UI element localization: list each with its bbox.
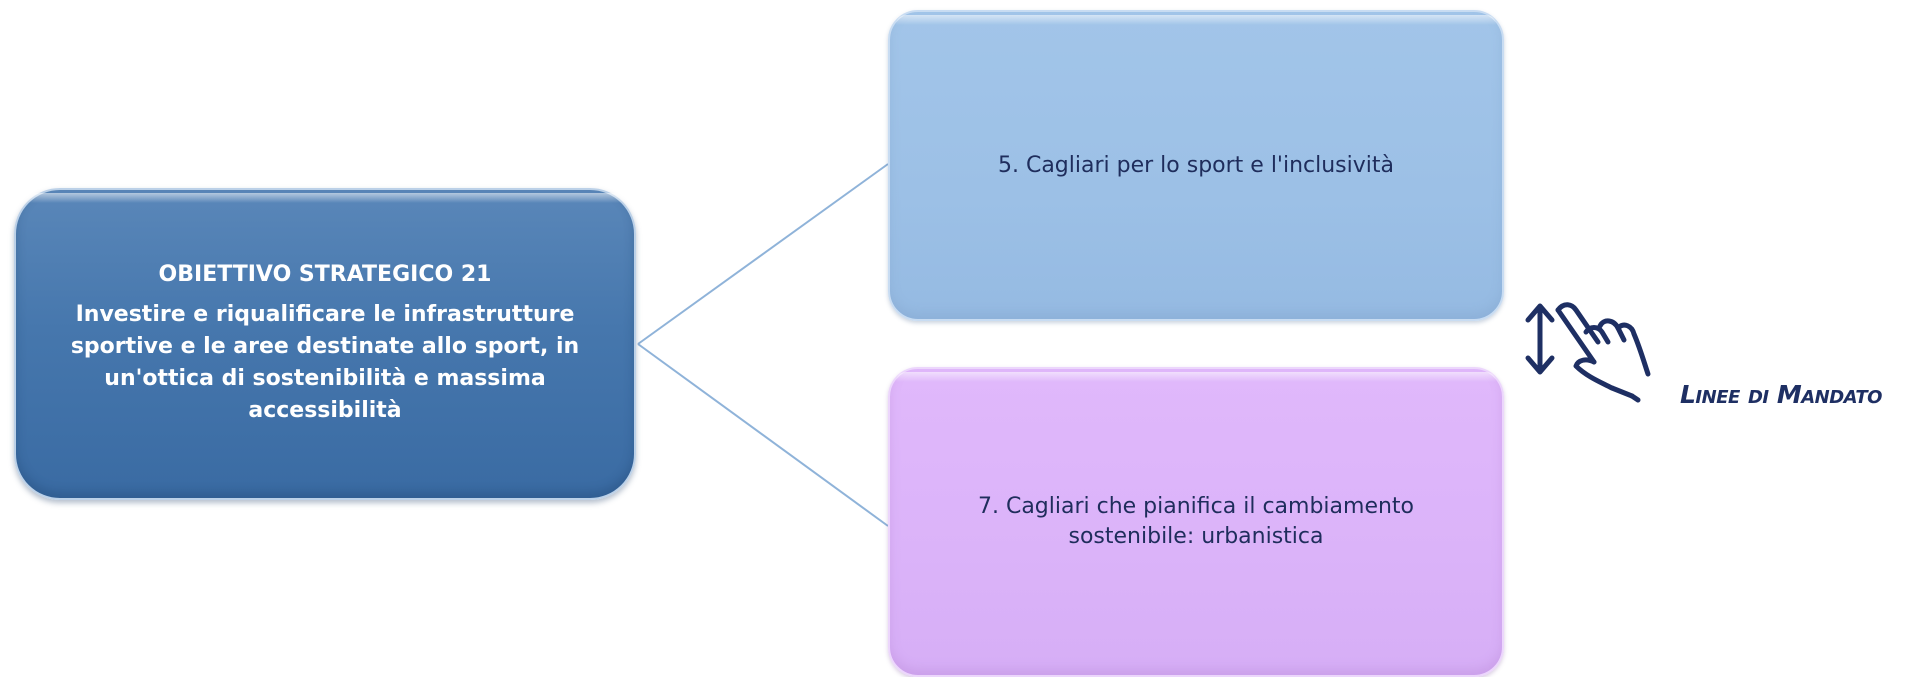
scroll-hand-gesture-icon[interactable] (1520, 296, 1670, 406)
objective-description: Investire e riqualificare le infrastrutt… (70, 302, 580, 423)
connector-to-branch-2 (637, 343, 889, 527)
mandate-line-node-5: 5. Cagliari per lo sport e l'inclusività (888, 10, 1504, 321)
strategic-objective-node: OBIETTIVO STRATEGICO 21 Investire e riqu… (14, 188, 636, 500)
connector-to-branch-1 (637, 163, 889, 345)
mandate-line-label: 7. Cagliari che pianifica il cambiamento… (977, 494, 1415, 549)
objective-title: OBIETTIVO STRATEGICO 21 (158, 262, 492, 287)
mandate-line-node-7: 7. Cagliari che pianifica il cambiamento… (888, 367, 1504, 677)
mandate-line-label: 5. Cagliari per lo sport e l'inclusività (997, 152, 1394, 178)
mandate-lines-link[interactable]: Linee di Mandato (1680, 380, 1882, 409)
